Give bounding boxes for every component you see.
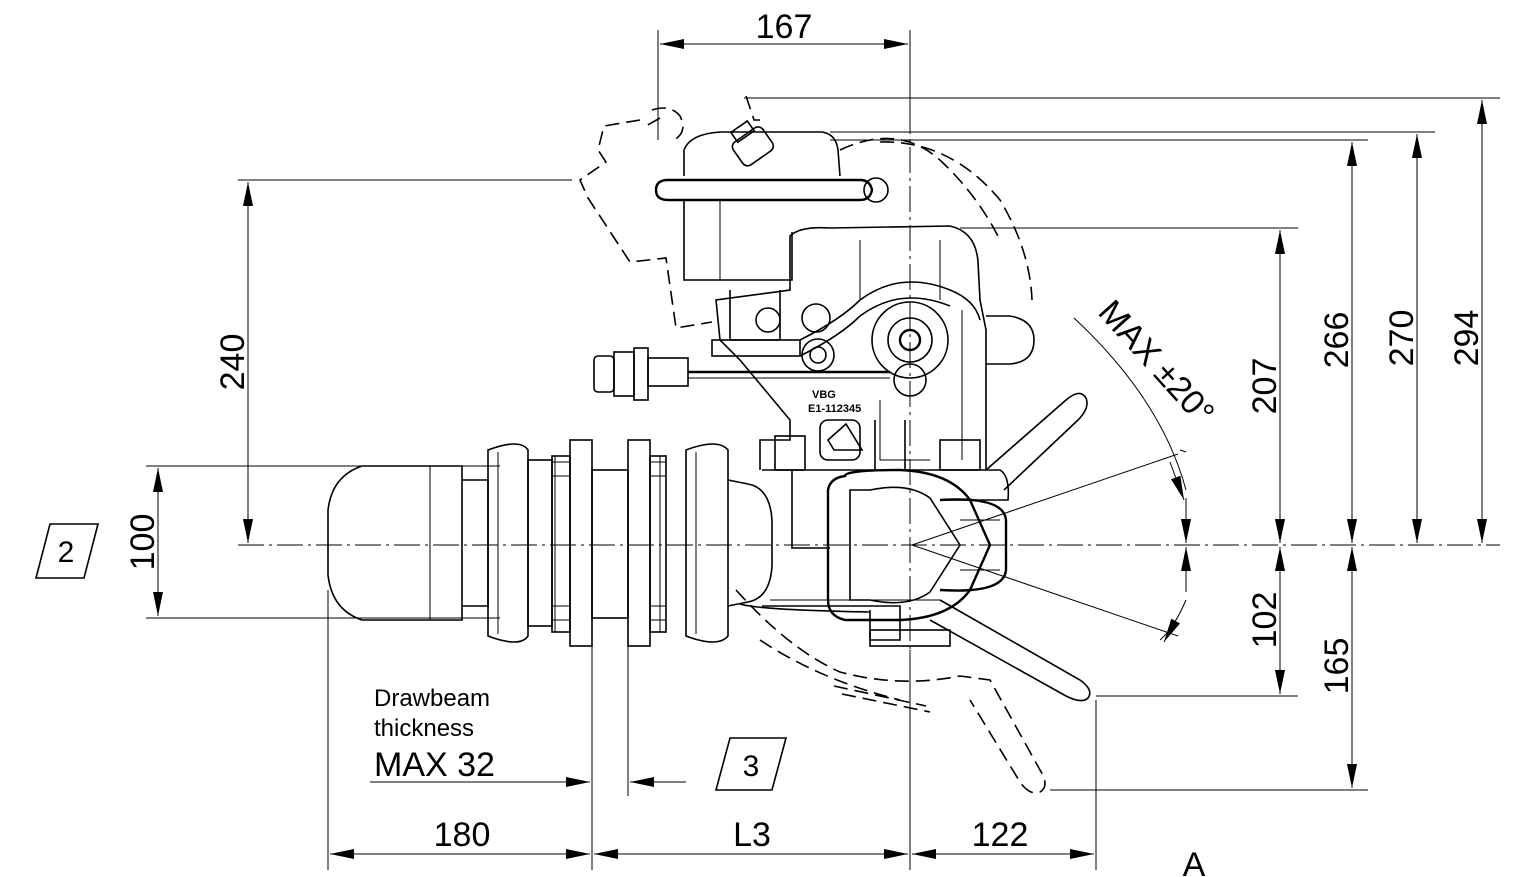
dim-bottom-l3: L3 bbox=[733, 816, 771, 854]
dim-bottom-180: 180 bbox=[434, 816, 491, 854]
tag-2-label: 2 bbox=[58, 536, 75, 569]
coupling-body: VBG E1-112345 bbox=[327, 225, 1035, 647]
dim-right-207: 207 bbox=[1246, 358, 1284, 415]
tag-3-label: 3 bbox=[743, 750, 760, 783]
angle-label: MAX ±20° bbox=[1091, 293, 1222, 432]
dim-left-240: 240 bbox=[214, 334, 252, 391]
center-lines bbox=[238, 30, 1500, 860]
drawbeam-line3: MAX 32 bbox=[374, 746, 495, 784]
tag-3: 3 bbox=[714, 737, 788, 791]
dim-bottom-122: 122 bbox=[972, 816, 1029, 854]
drawbeam-line2: thickness bbox=[374, 715, 474, 742]
view-label: A bbox=[1183, 846, 1206, 877]
tag-2: 2 bbox=[34, 523, 100, 579]
drawbeam-line1: Drawbeam bbox=[374, 685, 490, 712]
electrical-connector bbox=[593, 347, 890, 401]
dimension-lines bbox=[146, 30, 1500, 870]
air-cylinder bbox=[654, 119, 889, 357]
dim-right-266: 266 bbox=[1318, 312, 1356, 369]
dim-lower-165: 165 bbox=[1318, 638, 1356, 695]
dim-left-100: 100 bbox=[124, 514, 162, 571]
dim-right-270: 270 bbox=[1383, 310, 1421, 367]
dim-top-167: 167 bbox=[756, 8, 813, 46]
dim-right-294: 294 bbox=[1448, 310, 1486, 367]
plate-brand: VBG bbox=[812, 389, 836, 401]
dim-lower-102: 102 bbox=[1246, 592, 1284, 649]
handle-levers bbox=[739, 392, 1091, 702]
plate-code: E1-112345 bbox=[808, 403, 861, 415]
